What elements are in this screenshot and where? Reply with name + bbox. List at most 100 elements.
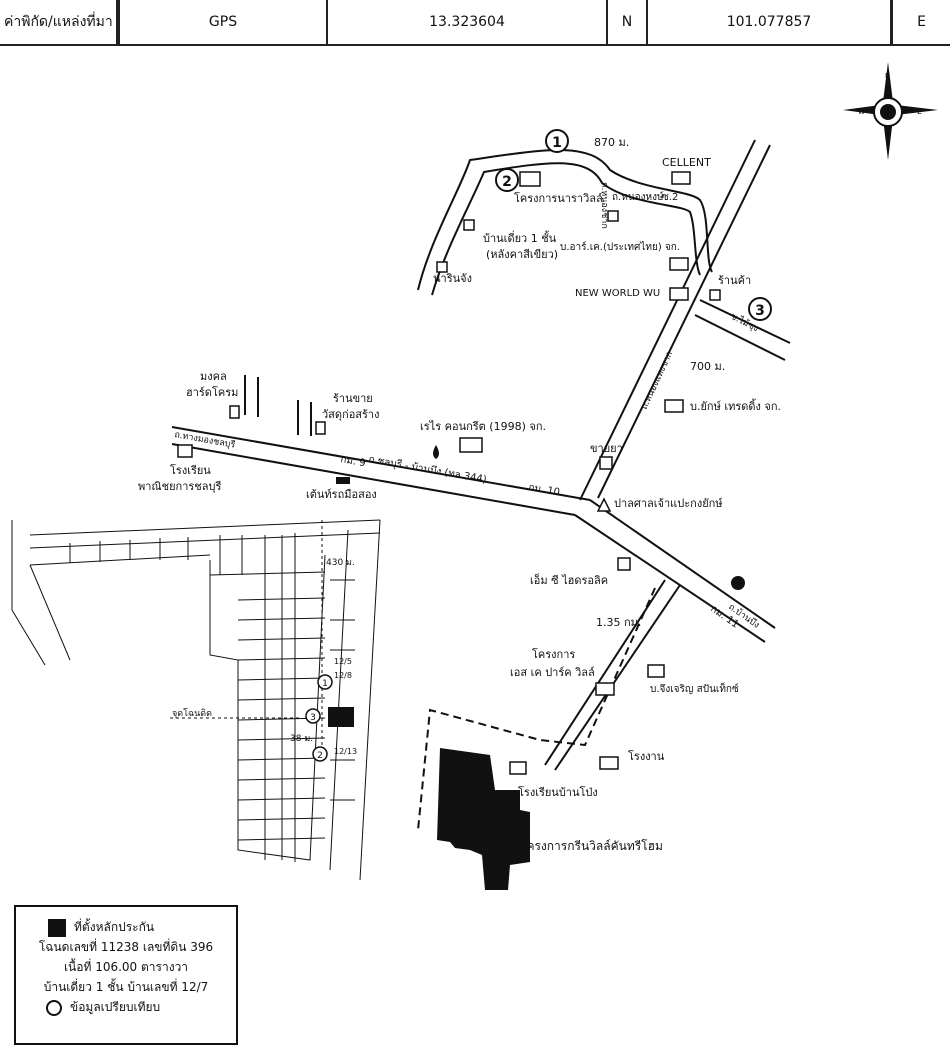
distance-1-35: 1.35 กม. (596, 616, 641, 629)
project-road (544, 579, 681, 771)
marker-2-plot-label: 2 (317, 751, 323, 761)
main-road (171, 426, 776, 643)
concrete-icon (433, 445, 439, 459)
km-10: กม. 10 (527, 482, 560, 498)
longitude-value: 101.077857 (646, 0, 892, 46)
distance-700: 700 ม. (690, 360, 725, 373)
compass-e: E (917, 107, 922, 116)
label-cellent: CELLENT (662, 156, 711, 169)
ne-road (579, 139, 771, 501)
distance-38: 38 ม. (290, 734, 313, 744)
short-roads (244, 375, 312, 436)
legend-house: บ้านเดี่ยว 1 ชั้น บ้านเลขที่ 12/7 (43, 980, 209, 994)
latitude-value: 13.323604 (326, 0, 608, 46)
label-mc-hydraulic: เอ็ม ซี ไฮดรอลิค (530, 573, 608, 587)
building-icon (669, 257, 689, 271)
label-construction-materials: วัสดุก่อสร้าง (322, 408, 379, 421)
label-lot-12-13: 12/13 (334, 747, 357, 756)
legend-compare-row: ข้อมูลเปรียบเทียบ (16, 997, 236, 1017)
coordinate-header: ค่าพิกัด/แหล่งที่มา GPS 13.323604 N 101.… (0, 0, 950, 48)
label-lot-12-8: 12/8 (334, 671, 352, 680)
road-label-nonghong: ถ.หนองหงษ์ (612, 191, 664, 203)
shop-icon (315, 421, 326, 435)
subject-property (328, 707, 354, 727)
coord-label: ค่าพิกัด/แหล่งที่มา (0, 0, 118, 46)
building-icon (671, 171, 691, 185)
office-icon (617, 557, 631, 571)
marker-1-plot (317, 674, 333, 690)
label-narinjang: นารินจัง (433, 272, 472, 285)
distance-430: 430 ม. (326, 558, 355, 568)
car-icon (336, 477, 350, 484)
marker-3-plot-label: 3 (310, 713, 316, 723)
marker-1-plot-label: 1 (322, 679, 328, 689)
coord-source: GPS (118, 0, 328, 46)
compass-w: W (858, 108, 865, 116)
label-nara-ville: โครงการนาราวิลล์ (514, 191, 603, 205)
subject-square-icon (48, 918, 66, 937)
label-new-world: NEW WORLD WU (575, 288, 660, 299)
route-to-project (417, 587, 656, 831)
factory-icon (459, 437, 483, 453)
label-pharmacy: ขายยา (590, 442, 623, 455)
house-icon (436, 261, 448, 273)
marker-1-top-label: 1 (552, 135, 562, 151)
legend-box: ที่ตั้งหลักประกัน โฉนดเลขที่ 11238 เลขที… (14, 905, 238, 1045)
house-icon (463, 219, 475, 231)
marker-3-top-label: 3 (755, 303, 765, 319)
house-icon (709, 289, 721, 301)
compass-icon: N E S W (843, 62, 938, 160)
compass-s: S (886, 139, 891, 147)
legend-area: เนื้อที่ 106.00 ตารางวา (63, 960, 189, 974)
label-sk-park-ville: เอส เค ปาร์ค วิลล์ (510, 666, 595, 679)
landmark-icon (731, 576, 745, 590)
factory-icon (599, 756, 619, 770)
school-icon (177, 444, 193, 458)
label-project: โครงการ (532, 647, 575, 661)
label-rk-thailand: บ.อาร์.เค.(ประเทศไทย) จก. (560, 241, 680, 253)
legend-subject-row: ที่ตั้งหลักประกัน (16, 917, 236, 937)
km-9: กม. 9 (339, 454, 366, 469)
legend-compare: ข้อมูลเปรียบเทียบ (70, 1000, 161, 1014)
side-road (694, 299, 791, 361)
label-school: โรงเรียน (170, 463, 211, 477)
marker-3-plot (305, 708, 321, 724)
label-shop: ร้านค้า (718, 274, 751, 287)
marker-2-top-label: 2 (502, 174, 512, 190)
label-used-car: เต้นท์รถมือสอง (306, 488, 377, 501)
longitude-dir: E (890, 0, 950, 46)
shop-icon (229, 405, 240, 419)
latitude-dir: N (606, 0, 648, 46)
marker-2-top (495, 168, 519, 192)
compare-circle-icon (46, 999, 62, 1016)
label-banpong-school: โรงเรียนบ้านโป่ง (518, 785, 598, 799)
factory-icon (664, 399, 684, 413)
label-single-house: บ้านเดี่ยว 1 ชั้น (483, 230, 557, 245)
label-greenville-project: โครงการกรีนวิลล์คันทรีโฮม (520, 839, 663, 853)
legend-title: ที่ตั้งหลักประกัน (74, 920, 155, 934)
building-icon (669, 287, 689, 301)
label-commercial-college: พาณิชยการชลบุรี (138, 480, 221, 493)
house-icon (607, 210, 619, 222)
pharmacy-icon (599, 456, 613, 470)
upper-road (417, 149, 713, 296)
shrine-icon (596, 497, 612, 512)
location-map: N E S W (11, 62, 938, 890)
label-green-roof: (หลังคาสีเขียว) (486, 248, 558, 261)
label-lot-12-5: 12/5 (334, 657, 352, 666)
road-label-nongchak: ถ.หนองชาก (599, 182, 609, 229)
road-label-soi2: ซ.2 (662, 192, 678, 203)
label-jungjaroen: บ.จึงเจริญ สปันเท็กซ์ (650, 681, 739, 695)
marker-2-plot (312, 746, 328, 762)
marker-3-top (748, 297, 772, 321)
building-icon (519, 171, 541, 187)
distance-870: 870 ม. (594, 136, 629, 149)
label-shop-sell: ร้านขาย (333, 392, 373, 405)
label-point: จุดโฉนดิด (172, 708, 212, 719)
school-icon (509, 761, 527, 775)
land-plots (11, 519, 381, 881)
greenville-project-area (437, 748, 530, 890)
label-yak-trading: บ.ยักษ์ เทรดดิ้ง จก. (690, 398, 781, 413)
label-rerai-concrete: เรไร คอนกรีต (1998) จก. (420, 420, 546, 433)
legend-deed: โฉนดเลขที่ 11238 เลขที่ดิน 396 (38, 940, 214, 954)
